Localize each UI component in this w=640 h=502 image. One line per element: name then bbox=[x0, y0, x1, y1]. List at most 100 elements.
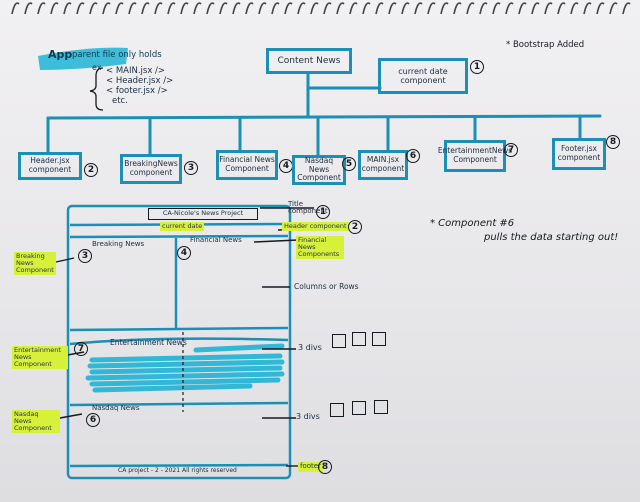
content-news-box: Content News bbox=[266, 48, 352, 74]
num-badge: 7 bbox=[504, 143, 518, 157]
nasdaq-component-note: Nasdaq News Component bbox=[12, 410, 60, 434]
main-component-box: MAIN.jsx component bbox=[358, 150, 408, 180]
spiral-ring bbox=[284, 2, 293, 15]
tree-bus bbox=[46, 114, 602, 120]
entertainment-component-note: Entertainment News Component bbox=[12, 346, 68, 370]
wire-current-date: current date bbox=[160, 222, 205, 232]
spiral-ring bbox=[102, 2, 111, 15]
spiral-ring bbox=[557, 2, 566, 15]
wire-footer-text: CA project - 2 - 2021 All rights reserve… bbox=[118, 467, 237, 474]
spiral-ring bbox=[479, 2, 488, 15]
app-child-footer: < footer.jsx /> bbox=[106, 86, 168, 96]
spiral-ring bbox=[596, 2, 605, 15]
num-badge: 4 bbox=[177, 246, 191, 260]
spiral-ring bbox=[128, 2, 137, 15]
spiral-ring bbox=[193, 2, 202, 15]
spiral-ring bbox=[24, 2, 33, 15]
three-divs-note-b: 3 divs bbox=[296, 412, 320, 421]
spiral-ring bbox=[89, 2, 98, 15]
spiral-ring bbox=[531, 2, 540, 15]
spiral-ring bbox=[297, 2, 306, 15]
spiral-ring bbox=[362, 2, 371, 15]
spiral-ring bbox=[609, 2, 618, 15]
spiral-ring bbox=[50, 2, 59, 15]
spiral-ring bbox=[258, 2, 267, 15]
num-badge: 1 bbox=[470, 60, 484, 74]
app-child-main: < MAIN.jsx /> bbox=[106, 66, 166, 76]
spiral-ring bbox=[232, 2, 241, 15]
num-badge: 2 bbox=[84, 163, 98, 177]
num-badge: 8 bbox=[318, 460, 332, 474]
spiral-binding bbox=[11, 2, 631, 15]
spiral-ring bbox=[63, 2, 72, 15]
spiral-ring bbox=[11, 2, 20, 15]
wire-nasdaq-label: Nasdaq News bbox=[92, 404, 140, 412]
spiral-ring bbox=[141, 2, 150, 15]
num-badge: 6 bbox=[406, 149, 420, 163]
num-badge: 4 bbox=[279, 159, 293, 173]
spiral-ring bbox=[505, 2, 514, 15]
columns-rows-note: Columns or Rows bbox=[294, 282, 359, 291]
spiral-ring bbox=[583, 2, 592, 15]
ex-label: ex bbox=[92, 63, 102, 72]
spiral-ring bbox=[401, 2, 410, 15]
spiral-ring bbox=[206, 2, 215, 15]
spiral-ring bbox=[154, 2, 163, 15]
spiral-ring bbox=[414, 2, 423, 15]
num-badge: 3 bbox=[184, 161, 198, 175]
wireframe-outline bbox=[66, 204, 292, 480]
entertainment-scribble bbox=[85, 343, 285, 393]
footer-component-box: Footer.jsx component bbox=[552, 138, 606, 170]
num-badge: 1 bbox=[316, 205, 330, 219]
div-square bbox=[374, 400, 388, 414]
financial-components-note: Financial News Components bbox=[296, 236, 344, 260]
nasdaq-news-component-box: Nasdaq News Component bbox=[292, 155, 346, 185]
num-badge: 6 bbox=[86, 413, 100, 427]
spiral-ring bbox=[323, 2, 332, 15]
breaking-component-note: Breaking News Component bbox=[14, 252, 56, 276]
bootstrap-note: * Bootstrap Added bbox=[506, 40, 585, 50]
spiral-ring bbox=[271, 2, 280, 15]
spiral-ring bbox=[115, 2, 124, 15]
spiral-ring bbox=[388, 2, 397, 15]
div-square bbox=[332, 334, 346, 348]
spiral-ring bbox=[375, 2, 384, 15]
div-square bbox=[352, 401, 366, 415]
spiral-ring bbox=[310, 2, 319, 15]
num-badge: 5 bbox=[342, 157, 356, 171]
spiral-ring bbox=[622, 2, 631, 15]
wire-breaking-label: Breaking News bbox=[92, 240, 145, 248]
header-component-note: Header component bbox=[282, 222, 349, 232]
breaking-news-component-box: BreakingNews component bbox=[120, 154, 182, 184]
spiral-ring bbox=[76, 2, 85, 15]
app-child-etc: etc. bbox=[112, 96, 128, 106]
num-badge: 2 bbox=[348, 220, 362, 234]
title-component-note: Title component bbox=[288, 200, 328, 215]
wire-financial-label: Financial News bbox=[190, 236, 242, 244]
app-label: App bbox=[48, 48, 73, 61]
div-square bbox=[330, 403, 344, 417]
app-child-header: < Header.jsx /> bbox=[106, 76, 174, 86]
header-component-box: Header.jsx component bbox=[18, 152, 82, 180]
spiral-ring bbox=[440, 2, 449, 15]
footer-note: footer bbox=[298, 462, 323, 472]
current-date-box: current date component bbox=[378, 58, 468, 94]
component-note-line2: pulls the data starting out! bbox=[484, 232, 619, 243]
spiral-ring bbox=[245, 2, 254, 15]
spiral-ring bbox=[336, 2, 345, 15]
div-square bbox=[372, 332, 386, 346]
spiral-ring bbox=[37, 2, 46, 15]
parent-file-label: parent file only holds bbox=[72, 50, 162, 60]
spiral-ring bbox=[492, 2, 501, 15]
div-square bbox=[352, 332, 366, 346]
brace bbox=[89, 67, 104, 111]
spiral-ring bbox=[570, 2, 579, 15]
wire-title-box: CA-Nicole's News Project bbox=[148, 208, 258, 220]
spiral-ring bbox=[167, 2, 176, 15]
app-marker-highlight bbox=[38, 47, 128, 70]
spiral-ring bbox=[518, 2, 527, 15]
num-badge: 7 bbox=[74, 342, 88, 356]
financial-news-component-box: Financial News Component bbox=[216, 150, 278, 180]
spiral-ring bbox=[466, 2, 475, 15]
